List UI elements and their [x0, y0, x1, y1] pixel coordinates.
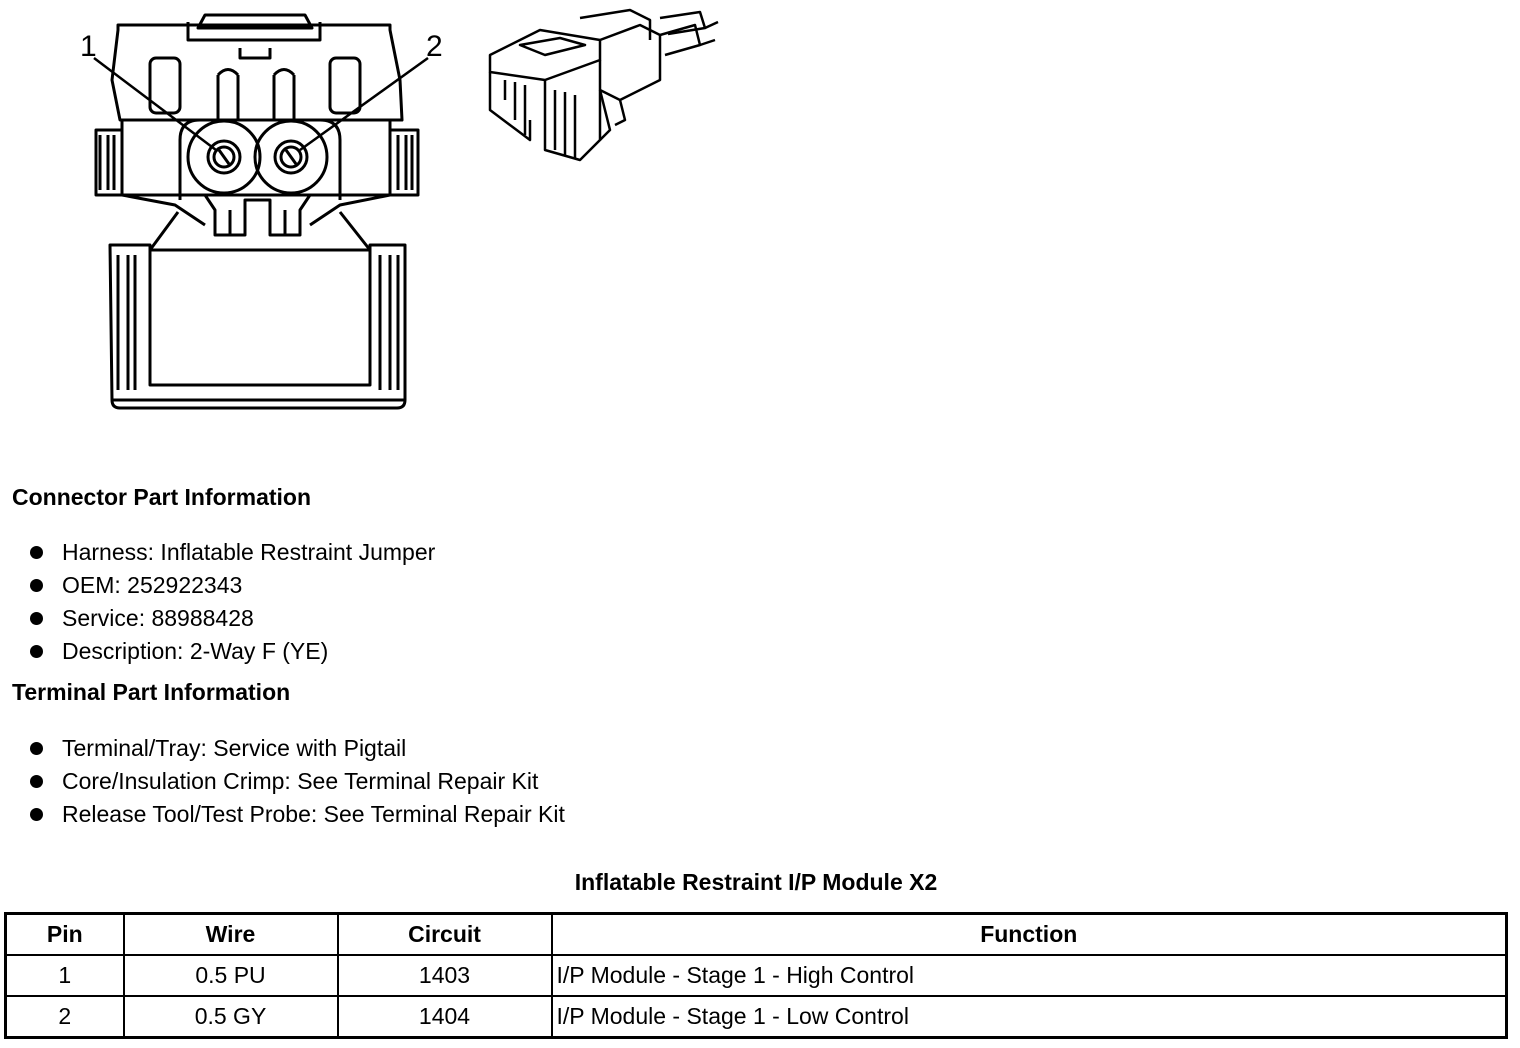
header-pin: Pin: [4, 912, 125, 956]
callout-1-label: 1: [80, 30, 97, 63]
connector-isometric-drawing: [488, 8, 719, 162]
table-row: 2 0.5 GY 1404 I/P Module - Stage 1 - Low…: [4, 995, 1508, 1039]
list-item: Core/Insulation Crimp: See Terminal Repa…: [28, 765, 565, 798]
bullet-icon: [30, 579, 43, 592]
connector-part-info-title: Connector Part Information: [12, 484, 312, 510]
header-function: Function: [550, 912, 1508, 956]
connector-face-drawing: [94, 13, 420, 410]
connector-diagram: 1 2: [80, 8, 719, 410]
cell-function: I/P Module - Stage 1 - Low Control: [550, 995, 1508, 1039]
bullet-icon: [30, 742, 43, 755]
list-item-text: Release Tool/Test Probe: See Terminal Re…: [62, 801, 565, 827]
terminal-part-info-title: Terminal Part Information: [12, 679, 291, 705]
bullet-icon: [30, 645, 43, 658]
bullet-icon: [30, 775, 43, 788]
cell-pin: 2: [4, 995, 125, 1039]
bullet-icon: [30, 546, 43, 559]
cell-circuit: 1404: [336, 995, 553, 1039]
list-item-text: Terminal/Tray: Service with Pigtail: [62, 735, 407, 761]
cell-wire: 0.5 PU: [122, 954, 339, 997]
header-circuit: Circuit: [336, 912, 553, 956]
list-item-text: Core/Insulation Crimp: See Terminal Repa…: [62, 768, 539, 794]
connector-part-info-list: Harness: Inflatable Restraint Jumper OEM…: [28, 536, 435, 668]
bullet-icon: [30, 808, 43, 821]
pin-table: Pin Wire Circuit Function 1 0.5 PU 1403 …: [4, 912, 1508, 1039]
bullet-icon: [30, 612, 43, 625]
list-item: Harness: Inflatable Restraint Jumper: [28, 536, 435, 569]
table-row: 1 0.5 PU 1403 I/P Module - Stage 1 - Hig…: [4, 954, 1508, 997]
list-item-text: Description: 2-Way F (YE): [62, 638, 329, 664]
list-item-text: OEM: 252922343: [62, 572, 243, 598]
list-item-text: Harness: Inflatable Restraint Jumper: [62, 539, 436, 565]
list-item-text: Service: 88988428: [62, 605, 254, 631]
cell-circuit: 1403: [336, 954, 553, 997]
header-wire: Wire: [122, 912, 339, 956]
table-title: Inflatable Restraint I/P Module X2: [574, 869, 938, 895]
list-item: Description: 2-Way F (YE): [28, 635, 435, 668]
cell-function: I/P Module - Stage 1 - High Control: [550, 954, 1508, 997]
terminal-part-info-list: Terminal/Tray: Service with Pigtail Core…: [28, 732, 565, 831]
list-item: Terminal/Tray: Service with Pigtail: [28, 732, 565, 765]
list-item: OEM: 252922343: [28, 569, 435, 602]
callout-leaders: [93, 56, 429, 152]
callout-2-label: 2: [426, 30, 443, 63]
cell-pin: 1: [4, 954, 125, 997]
cell-wire: 0.5 GY: [122, 995, 339, 1039]
list-item: Release Tool/Test Probe: See Terminal Re…: [28, 798, 565, 831]
table-header-row: Pin Wire Circuit Function: [4, 912, 1508, 956]
list-item: Service: 88988428: [28, 602, 435, 635]
